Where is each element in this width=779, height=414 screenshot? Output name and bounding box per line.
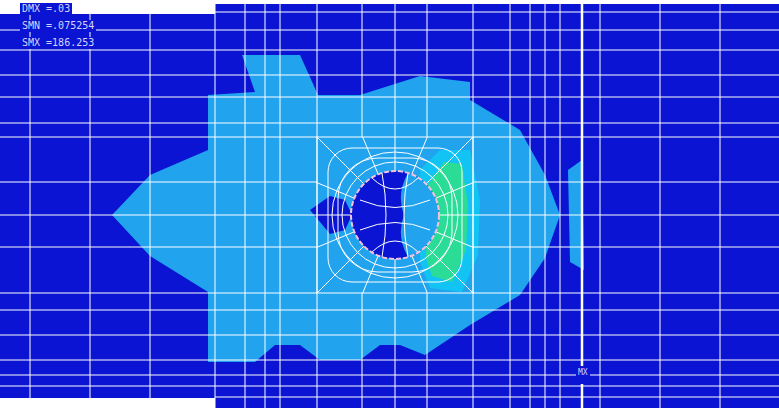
legend-value: DMX =.03 [20,3,72,15]
hole [351,171,439,259]
mesh-radial [317,137,473,293]
stress-band [401,173,439,257]
legend-value: SMN =.075254 [20,20,96,32]
mesh-grid [0,4,779,408]
stress-band [112,55,560,362]
max-marker: MX [576,368,590,377]
mesh-grid [581,4,584,366]
hole-edge [351,171,439,259]
legend-value: SMX =186.253 [20,37,96,49]
mesh-grid [581,384,584,408]
